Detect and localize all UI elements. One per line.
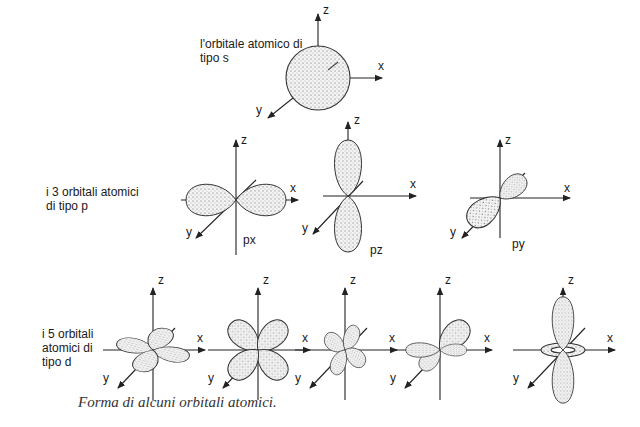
caption: Forma di alcuni orbitali atomici. [78, 394, 277, 411]
axis-label: y [186, 226, 192, 240]
py-orbital [461, 140, 570, 238]
axis-label: y [513, 372, 519, 386]
axis-label: x [378, 60, 384, 74]
axis-label: z [350, 274, 356, 288]
orbital-name: px [243, 234, 256, 248]
axis-label: z [241, 134, 247, 148]
axis-label: y [302, 222, 308, 236]
axis-label: x [197, 332, 203, 346]
axis-label: x [389, 332, 395, 346]
axis-label: y [256, 104, 262, 118]
axis-label: x [607, 332, 613, 346]
axis-label: x [484, 332, 490, 346]
axis-label: z [263, 274, 269, 288]
axis-label: z [505, 134, 511, 148]
axis-label: z [158, 274, 164, 288]
group-label: i 3 orbitali atomici di tipo p [46, 186, 150, 214]
axis-label: y [390, 372, 396, 386]
d-orbital [103, 288, 205, 400]
d-orbital [295, 288, 397, 400]
axis-label: z [445, 274, 451, 288]
orbital-name: py [512, 238, 525, 252]
group-label: l'orbitale atomico di tipo s [200, 38, 304, 66]
axis-label: y [208, 372, 214, 386]
axis-label: x [290, 182, 296, 196]
d-orbital [208, 288, 310, 400]
axis-label: z [568, 274, 574, 288]
pz-orbital [313, 122, 416, 252]
d-orbital [513, 288, 615, 403]
group-label: i 5 orbitali atomici di tipo d [42, 328, 106, 369]
orbital-name: pz [370, 244, 383, 258]
axis-label: x [302, 332, 308, 346]
axis-label: y [103, 372, 109, 386]
axis-label: x [410, 178, 416, 192]
d-orbital [390, 288, 492, 400]
axis-label: y [295, 372, 301, 386]
axis-label: x [564, 182, 570, 196]
axis-label: z [354, 114, 360, 128]
axis-label: z [323, 4, 329, 18]
px-orbital [181, 140, 298, 255]
s-orbital [268, 14, 382, 118]
axis-label: y [450, 226, 456, 240]
